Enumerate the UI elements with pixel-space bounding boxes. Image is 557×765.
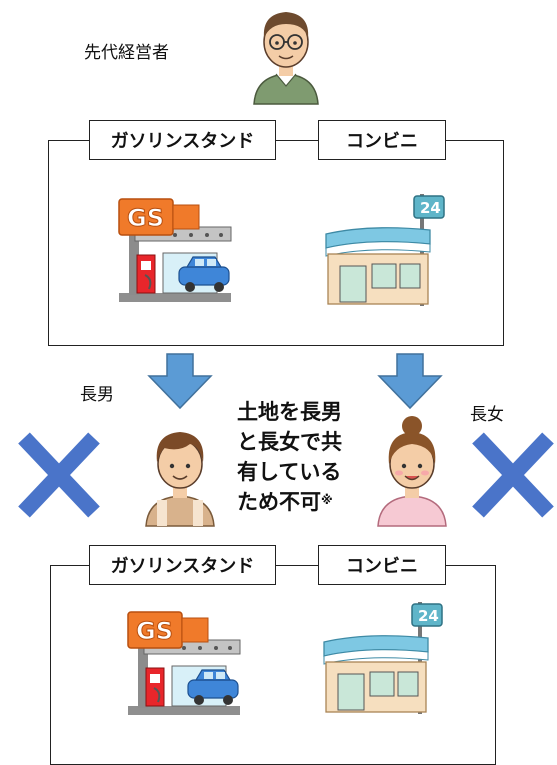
- arrow-to-daughter: [377, 353, 443, 410]
- co-ownership-note: 土地を長男 と長女で共 有している ため不可※: [237, 397, 342, 517]
- note-line-3: 有している: [237, 460, 342, 484]
- arrow-to-son: [147, 353, 213, 410]
- cross-mark-left: [18, 432, 100, 518]
- owner-avatar: [253, 12, 319, 105]
- owner-label: 先代経営者: [84, 43, 169, 63]
- bottom-gas-station-tag: ガソリンスタンド: [89, 545, 276, 585]
- note-line-4-wrap: ため不可※: [237, 487, 342, 517]
- note-line-4: ため不可: [237, 490, 321, 514]
- note-line-1: 土地を長男: [237, 400, 342, 424]
- gas-station-icon: GS: [118, 198, 232, 302]
- daughter-label: 長女: [470, 405, 504, 425]
- top-business-frame: [48, 140, 504, 346]
- son-avatar: [145, 432, 215, 527]
- gs-sign-text: GS: [127, 204, 164, 232]
- store-sign-text: 24: [420, 199, 441, 217]
- gas-station-icon-bottom: GS: [127, 611, 241, 715]
- convenience-store-icon: 24: [325, 194, 445, 306]
- son-label: 長男: [80, 385, 114, 405]
- top-gas-station-tag: ガソリンスタンド: [89, 120, 276, 160]
- top-convenience-tag: コンビニ: [318, 120, 446, 160]
- daughter-avatar: [377, 416, 447, 527]
- note-footnote-mark: ※: [321, 493, 333, 507]
- note-line-2: と長女で共: [237, 430, 342, 454]
- bottom-convenience-tag: コンビニ: [318, 545, 446, 585]
- cross-mark-right: [472, 432, 554, 518]
- store-sign-text-bottom: 24: [418, 607, 439, 625]
- gs-sign-text-bottom: GS: [136, 617, 173, 645]
- convenience-store-icon-bottom: 24: [323, 602, 443, 714]
